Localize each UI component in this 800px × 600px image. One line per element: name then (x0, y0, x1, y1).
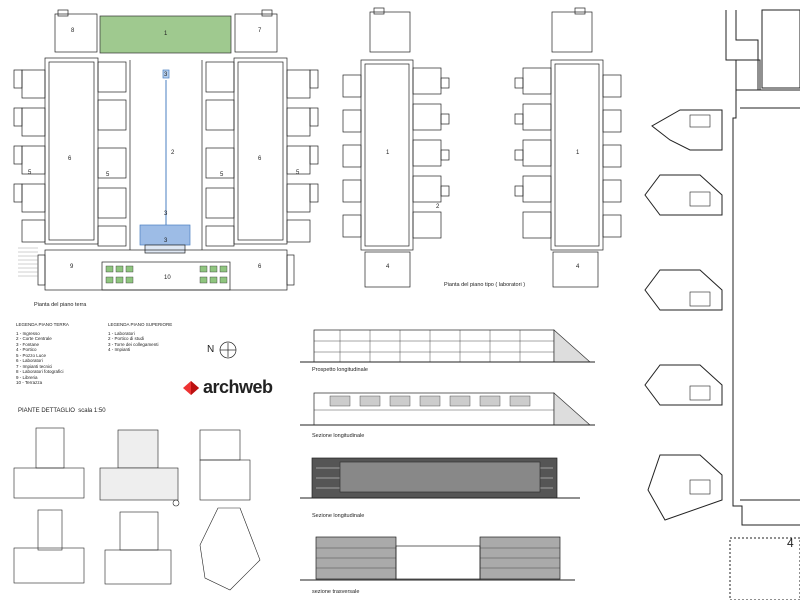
elevation-caption: Sezione longitudinale (312, 513, 365, 519)
typical-floor-plan-b (514, 7, 622, 288)
legend-item: 1 - Laboratori (108, 330, 135, 336)
room-number: 5 (220, 172, 224, 178)
section-1 (300, 392, 595, 426)
room-number: 7 (258, 28, 262, 34)
room-number: 8 (71, 28, 75, 34)
room-number: 3 (164, 238, 168, 244)
legend-item: 5 - Pozzo Luce (16, 352, 47, 358)
room-number: 1 (576, 150, 580, 156)
legend-item: 3 - Fontane (16, 341, 40, 347)
legend-item: 3 - Torre dei collegamenti (108, 341, 159, 347)
ground-floor-plan (13, 9, 319, 291)
room-number: 1 (386, 150, 390, 156)
room-number: 1 (164, 31, 168, 37)
typical-floor-caption: Pianta del piano tipo ( laboratori ) (444, 282, 526, 288)
room-number: 4 (386, 264, 390, 270)
detail-plans (13, 427, 261, 591)
elevation-1 (300, 329, 595, 363)
room-number: 6 (68, 156, 72, 162)
archweb-logo: archweb (182, 377, 273, 398)
logo-text: archweb (203, 377, 273, 397)
room-number: 6 (258, 156, 262, 162)
legend-item: 2 - Corte Centrale (16, 336, 52, 341)
room-number: 3 (164, 72, 168, 78)
room-number: 6 (258, 264, 262, 270)
room-number: 5 (106, 172, 110, 178)
details-title: PIANTE DETTAGLIO scala 1:50 (18, 408, 106, 414)
room-number: 10 (164, 275, 171, 281)
room-number: 4 (576, 264, 580, 270)
legend-item: 4 - Portico (16, 347, 37, 352)
room-number: 3 (164, 211, 168, 217)
section-2 (300, 457, 580, 499)
legend-item: 7 - Impianti tecnici (16, 363, 53, 369)
elevation-caption: Prospetto longitudinale (312, 367, 368, 373)
logo-mark-icon (183, 380, 199, 395)
room-number: 2 (171, 150, 175, 156)
elevation-caption: sezione trasversale (312, 589, 360, 595)
legend-upper-floor: LEGENDA PIANO SUPERIORE 1 - Laboratori 2… (108, 322, 172, 353)
room-number: 9 (70, 264, 74, 270)
details-title-text: PIANTE DETTAGLIO (18, 408, 75, 414)
legend-title: LEGENDA PIANO SUPERIORE (108, 322, 173, 327)
legend-item: 8 - Laboratori fotografici (16, 369, 64, 374)
legend-item: 10 - Terrazza (16, 380, 43, 385)
legend-item: 6 - Laboratori (16, 358, 43, 363)
enlarged-plan (644, 9, 800, 600)
legend-ground-floor: LEGENDA PIANO TERRA 1 - Ingresso 2 - Cor… (16, 322, 69, 386)
enlarged-plan-label: 4 (787, 536, 794, 550)
typical-floor-plan-a (342, 7, 450, 288)
room-number: 5 (28, 170, 32, 176)
details-scale: scala 1:50 (78, 408, 106, 414)
legend-item: 4 - Impianti (108, 347, 131, 352)
legend-item: 2 - Portico di studi (108, 336, 145, 341)
room-number: 2 (436, 204, 440, 210)
ground-floor-caption: Pianta del piano terra (34, 302, 87, 308)
elevation-caption: Sezione longitudinale (312, 433, 365, 439)
legend-title: LEGENDA PIANO TERRA (16, 322, 69, 327)
legend-item: 1 - Ingresso (16, 330, 40, 336)
section-3 (300, 536, 575, 581)
legend-item: 9 - Libreria (16, 374, 38, 380)
room-number: 5 (296, 170, 300, 176)
north-label: N (207, 344, 215, 355)
